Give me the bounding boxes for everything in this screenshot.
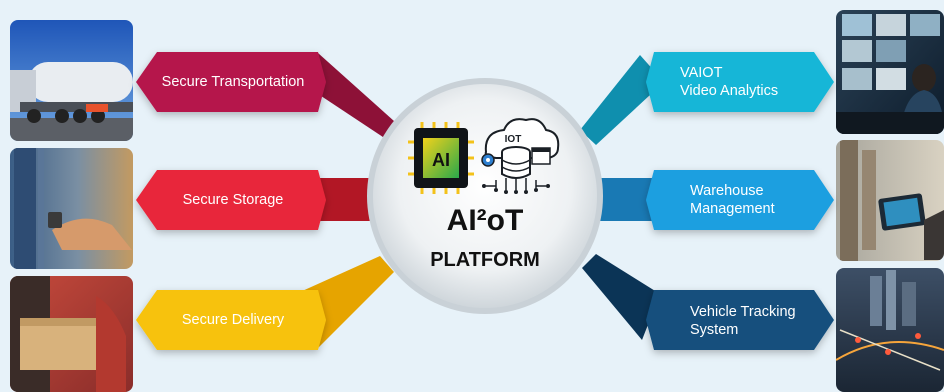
hub-circle	[373, 84, 597, 308]
vehicle-tracking-label-line2: System	[690, 322, 739, 338]
secure-transportation-arrow	[136, 52, 326, 112]
platform-title: AI²oT	[446, 204, 524, 237]
city-map-photo	[836, 268, 944, 392]
secure-delivery-label: Secure Delivery	[181, 312, 285, 328]
vehicle-tracking-label-line1: Vehicle Tracking	[690, 304, 796, 320]
platform-subtitle: PLATFORM	[430, 249, 540, 271]
secure-transportation-label: Secure Transportation	[161, 74, 305, 90]
warehouse-label-line1: Warehouse	[690, 183, 764, 199]
warehouse-label-line2: Management	[690, 201, 775, 217]
vehicle-tracking-label: Vehicle Tracking System	[690, 303, 830, 339]
transportation-connector	[300, 53, 404, 143]
secure-storage-label: Secure Storage	[182, 192, 284, 208]
svg-text:AI: AI	[432, 150, 450, 170]
svg-text:IOT: IOT	[505, 134, 522, 145]
secure-delivery-arrow	[136, 290, 326, 350]
warehouse-tablet-photo	[836, 140, 944, 261]
ai-chip-icon: AI	[408, 122, 474, 194]
warehouse-arrow	[646, 170, 834, 230]
vehicle-tracking-arrow	[646, 290, 834, 350]
iot-cloud-icon: IOT	[481, 118, 560, 194]
warehouse-connector	[590, 178, 660, 221]
control-room-photo	[836, 10, 944, 134]
storage-lock-photo	[10, 148, 133, 269]
warehouse-label: Warehouse Management	[690, 182, 830, 218]
secure-storage-arrow	[136, 170, 326, 230]
vaiot-label-line1: VAIOT	[680, 65, 723, 81]
vaiot-label-line2: Video Analytics	[680, 83, 779, 99]
vaiot-label: VAIOT Video Analytics	[680, 64, 830, 100]
package-delivery-photo	[10, 276, 133, 392]
tanker-truck-photo	[10, 20, 133, 141]
vehicle-tracking-connector	[582, 254, 660, 340]
vaiot-arrow	[646, 52, 834, 112]
vaiot-connector	[580, 55, 664, 145]
